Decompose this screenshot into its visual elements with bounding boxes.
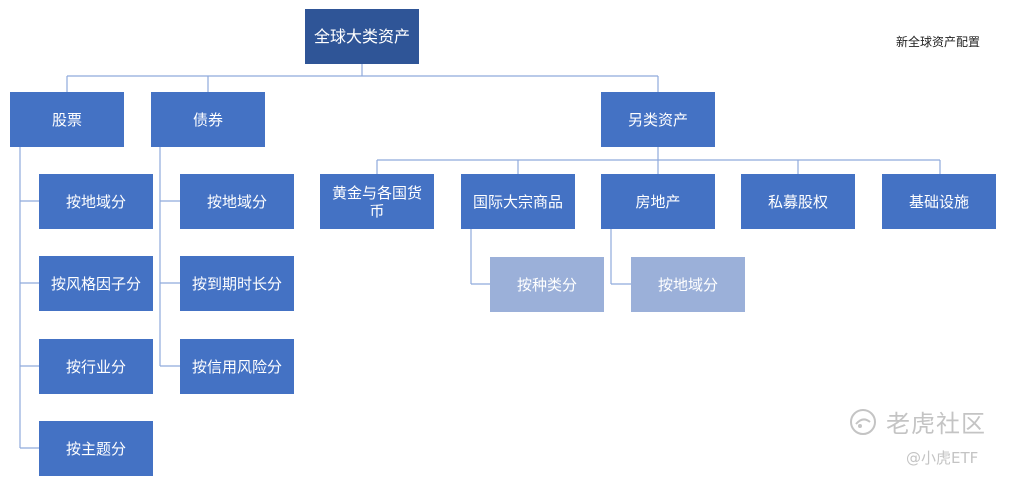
stocks-by-region-node: 按地域分 bbox=[39, 174, 153, 229]
watermark-handle: @小虎ETF bbox=[906, 449, 979, 467]
stocks-by-theme-node: 按主题分 bbox=[39, 421, 153, 476]
infrastructure-node: 基础设施 bbox=[882, 174, 996, 229]
commodities-node: 国际大宗商品 bbox=[461, 174, 575, 229]
bonds-by-credit-risk-node: 按信用风险分 bbox=[180, 339, 294, 394]
gold-currency-node: 黄金与各国货币 bbox=[320, 174, 434, 229]
watermark-brand: 老虎社区 bbox=[886, 410, 986, 438]
commodities-by-type-node: 按种类分 bbox=[490, 257, 604, 312]
stocks-node: 股票 bbox=[10, 92, 124, 147]
tiger-logo-icon bbox=[850, 409, 876, 435]
diagram-caption: 新全球资产配置 bbox=[896, 35, 981, 49]
stocks-by-industry-node: 按行业分 bbox=[39, 339, 153, 394]
root-node: 全球大类资产 bbox=[305, 9, 419, 64]
alternatives-node: 另类资产 bbox=[601, 92, 715, 147]
private-equity-node: 私募股权 bbox=[741, 174, 855, 229]
real-estate-node: 房地产 bbox=[601, 174, 715, 229]
real-estate-by-region-node: 按地域分 bbox=[631, 257, 745, 312]
bonds-by-region-node: 按地域分 bbox=[180, 174, 294, 229]
bonds-node: 债券 bbox=[151, 92, 265, 147]
stocks-by-style-factor-node: 按风格因子分 bbox=[39, 256, 153, 311]
bonds-by-maturity-node: 按到期时长分 bbox=[180, 256, 294, 311]
